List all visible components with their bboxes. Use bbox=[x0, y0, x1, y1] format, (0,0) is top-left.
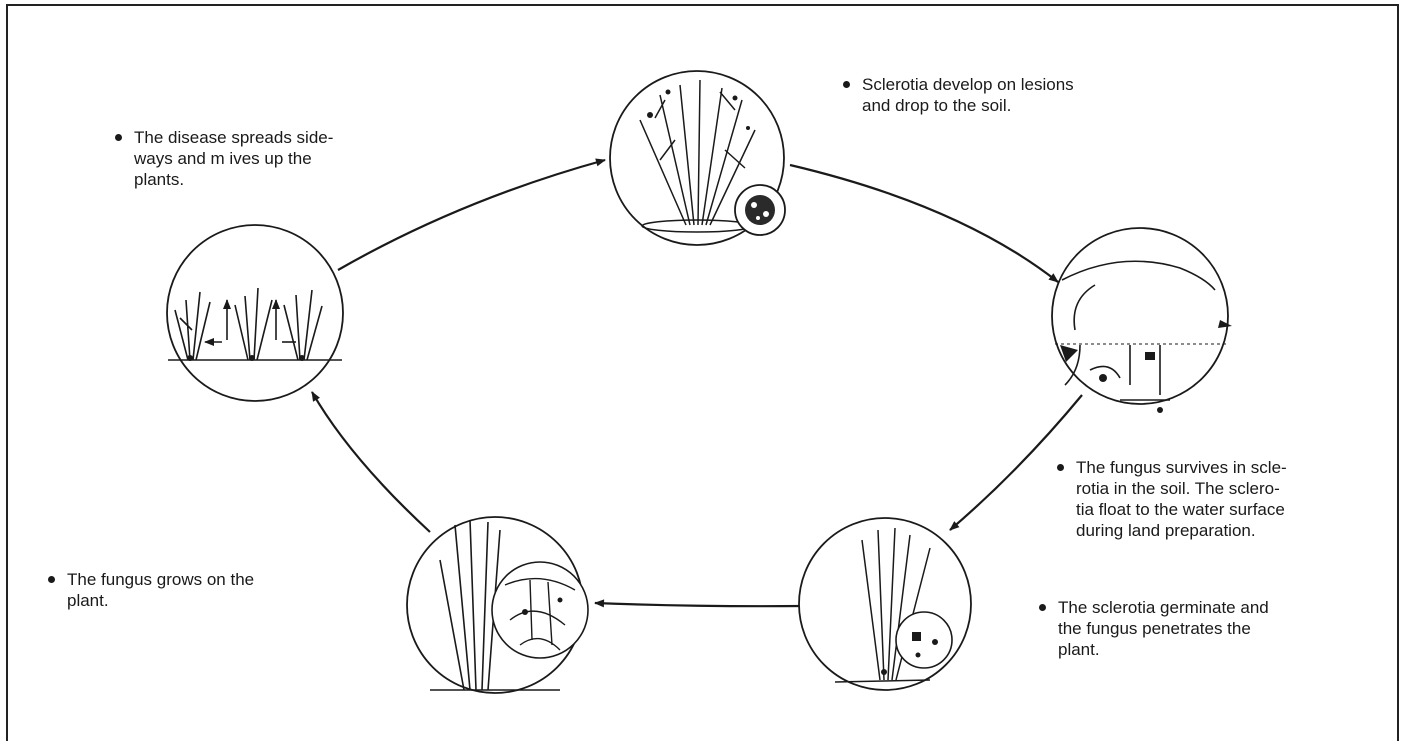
note-germinate: The sclerotia germinate and the fungus p… bbox=[1039, 597, 1329, 660]
note-spread: The disease spreads side- ways and m ive… bbox=[115, 127, 345, 190]
stage-spread-illustration bbox=[166, 224, 344, 402]
stage-grows-illustration bbox=[406, 516, 589, 694]
cycle-arrows bbox=[311, 158, 1083, 608]
note-grows: The fungus grows on the plant. bbox=[48, 569, 308, 611]
arrow-grows-to-spread bbox=[311, 391, 431, 533]
arrow-water-to-germinate bbox=[949, 394, 1083, 531]
note-develop: Sclerotia develop on lesions and drop to… bbox=[843, 74, 1103, 116]
stage-germinate-illustration bbox=[798, 517, 972, 691]
arrow-spread-to-develop bbox=[337, 158, 606, 271]
diagram-frame bbox=[6, 4, 1399, 741]
note-survives: The fungus survives in scle- rotia in th… bbox=[1057, 457, 1357, 541]
arrow-germinate-to-grows bbox=[594, 599, 804, 608]
stage-develop-illustration bbox=[609, 70, 786, 246]
stage-water-illustration bbox=[1051, 227, 1232, 413]
arrow-develop-to-water bbox=[789, 163, 1059, 283]
